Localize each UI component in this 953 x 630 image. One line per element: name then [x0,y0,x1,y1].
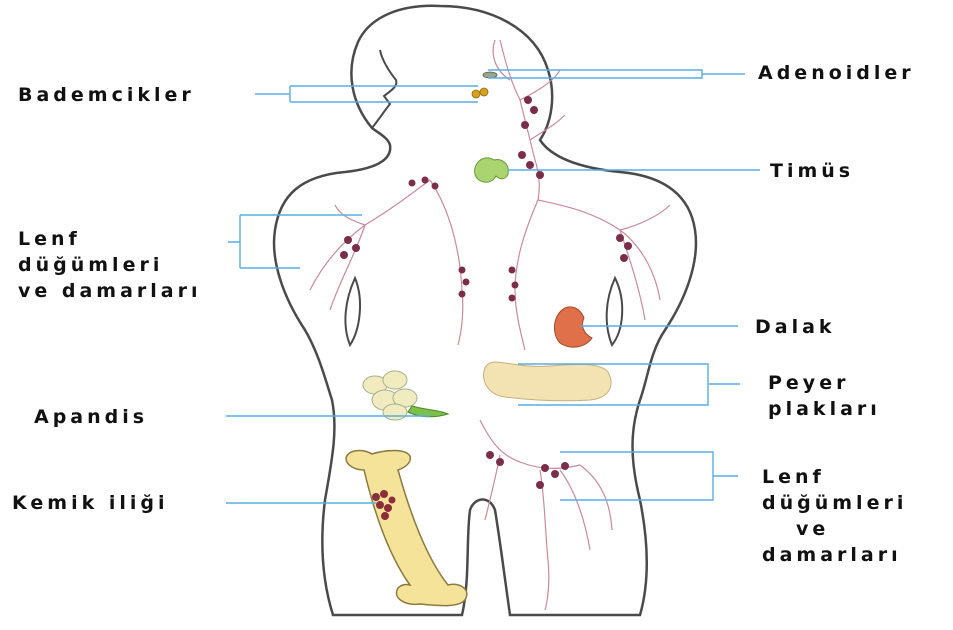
label-kemik-iligi: Kemik iliği [12,490,169,516]
label-lenf-left-line3: ve damarları [18,278,202,304]
label-bademcikler: Bademcikler [18,82,195,108]
label-lenf-left-line2: düğümleri [18,252,202,278]
label-timus: Timüs [770,158,854,184]
body-outline [274,6,696,615]
adenoid-shape [483,72,497,78]
label-apandis: Apandis [34,404,148,430]
label-lenf-left: Lenf düğümleri ve damarları [18,226,202,304]
label-lenf-right: Lenf düğümleri ve damarları [762,464,907,568]
label-lenf-right-line3: ve [762,516,907,542]
label-peyer-line2: plakları [768,396,881,422]
label-lenf-left-line1: Lenf [18,226,202,252]
label-dalak: Dalak [755,314,836,340]
thymus-shape [475,158,509,182]
label-lenf-right-line2: düğümleri [762,490,907,516]
label-peyer: Peyer plakları [768,370,881,422]
intestine-shape [484,362,611,401]
label-peyer-line1: Peyer [768,370,881,396]
label-adenoidler: Adenoidler [758,60,915,86]
label-lenf-right-line1: Lenf [762,464,907,490]
label-lenf-right-line4: damarları [762,542,907,568]
